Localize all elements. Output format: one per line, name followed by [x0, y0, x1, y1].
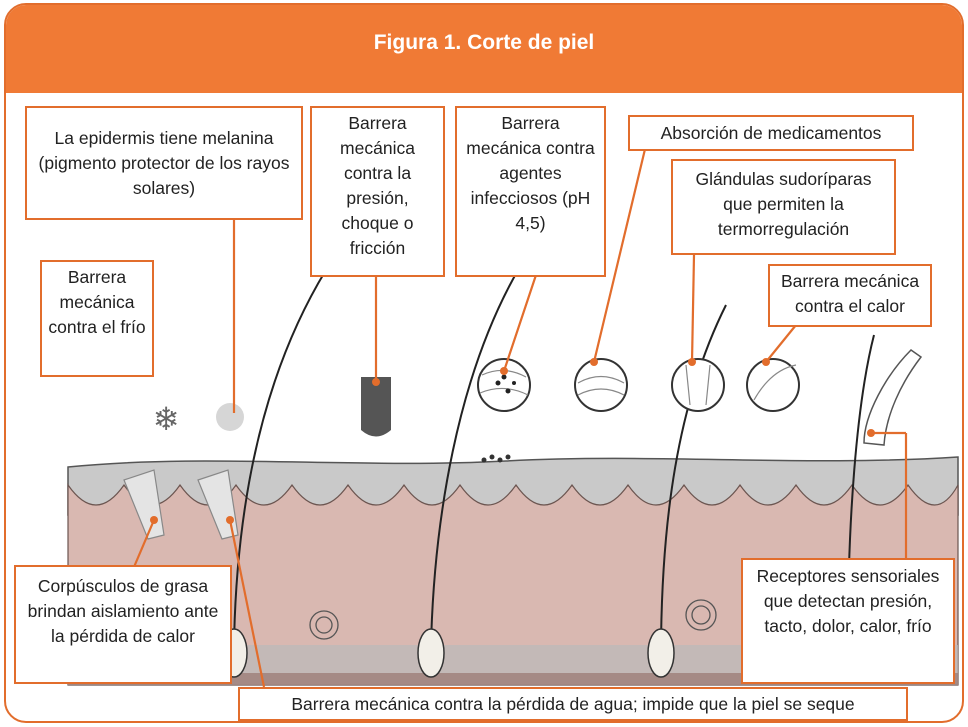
- fingertip-icon: [863, 349, 923, 446]
- bacteria-dots: [495, 374, 516, 394]
- label-corpusculos-grasa: Corpúsculos de grasa brindan aislamiento…: [14, 565, 232, 684]
- snowflake-icon: ❄: [153, 400, 180, 438]
- magnifier-circles: [477, 358, 800, 412]
- label-barrera-calor: Barrera mecánica contra el calor: [768, 264, 932, 327]
- label-barrera-perdida-agua: Barrera mecánica contra la pérdida de ag…: [238, 687, 908, 721]
- label-barrera-presion: Barrera mecánica contra la presión, choq…: [310, 106, 445, 277]
- hair-follicles: [233, 264, 875, 646]
- sun-spot-icon: [216, 403, 244, 431]
- pressure-object-icon: [361, 377, 391, 437]
- label-absorcion-medicamentos: Absorción de medicamentos: [628, 115, 914, 151]
- figure-frame: Figura 1. Corte de piel: [4, 3, 964, 723]
- figure-title: Figura 1. Corte de piel: [373, 31, 595, 54]
- vessel-band: [68, 673, 958, 685]
- label-glandulas-sudoriparas: Glándulas sudoríparas que permiten la te…: [671, 159, 896, 255]
- label-receptores-sensoriales: Receptores sensoriales que detectan pres…: [741, 558, 955, 684]
- leader-endpoints: [150, 358, 875, 524]
- label-epidermis-melanina: La epidermis tiene melanina (pigmento pr…: [25, 106, 303, 220]
- hair-bulbs: [220, 628, 675, 678]
- leader-lines: [132, 144, 908, 688]
- sweat-glands: [309, 599, 717, 640]
- label-barrera-frio: Barrera mecánica contra el frío: [40, 260, 154, 377]
- figure-header: Figura 1. Corte de piel: [6, 5, 962, 93]
- ph-dots: [481, 454, 511, 463]
- label-barrera-agentes-infecciosos: Barrera mecánica contra agentes infeccio…: [455, 106, 606, 277]
